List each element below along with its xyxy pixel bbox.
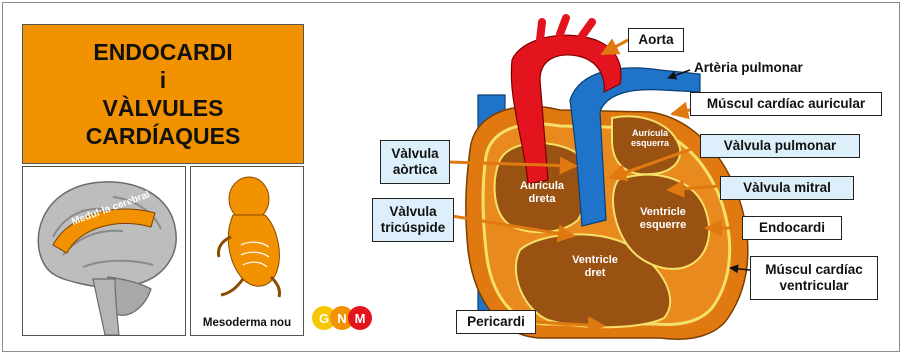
chamber-left-ventricle: Ventricle esquerre: [628, 206, 698, 232]
chamber-left-atrium: Aurícula esquerra: [620, 128, 680, 148]
label-valvula-tricuspide: Vàlvula tricúspide: [372, 198, 454, 242]
label-muscul-ventricular: Múscul cardíac ventricular: [750, 256, 878, 300]
label-valvula-aortica: Vàlvula aòrtica: [380, 140, 450, 184]
label-aorta: Aorta: [628, 28, 684, 52]
label-muscul-auricular: Múscul cardíac auricular: [690, 92, 882, 116]
label-endocardi: Endocardi: [742, 216, 842, 240]
label-valvula-pulmonar: Vàlvula pulmonar: [700, 134, 860, 158]
label-valvula-mitral: Vàlvula mitral: [720, 176, 854, 200]
label-pericardi: Pericardi: [456, 310, 536, 334]
label-arteria-pulmonar: Artèria pulmonar: [694, 60, 803, 75]
chamber-right-ventricle: Ventricle dret: [560, 254, 630, 280]
chamber-right-atrium: Aurícula dreta: [512, 180, 572, 206]
